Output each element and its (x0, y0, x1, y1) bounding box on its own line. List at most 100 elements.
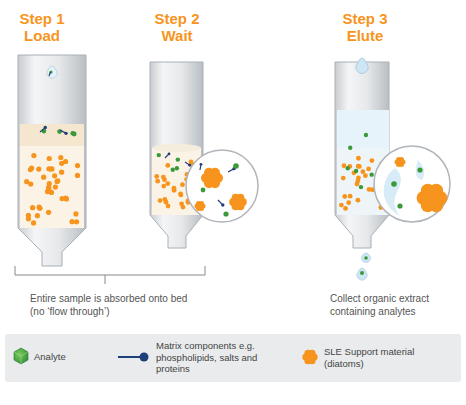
particle (356, 156, 361, 161)
legend-text: Analyte (34, 351, 94, 363)
particle (342, 163, 347, 168)
analyte (175, 166, 179, 170)
particle (24, 179, 29, 184)
tube-3 (335, 58, 450, 280)
legend-text: SLE Support material (diatoms) (324, 346, 454, 369)
diatom (205, 171, 220, 186)
step-heading: Step 2Wait (137, 10, 217, 44)
particle (367, 187, 372, 192)
analyte (57, 129, 62, 134)
particle (69, 219, 74, 224)
particle (356, 175, 361, 180)
step-note: Collect organic extract containing analy… (330, 292, 460, 318)
particle (55, 178, 60, 183)
particle (29, 166, 34, 171)
particle (363, 173, 368, 178)
matrix-component (40, 128, 45, 132)
particle (59, 170, 64, 175)
particle (26, 216, 31, 221)
particle (179, 201, 184, 206)
particle (73, 211, 78, 216)
particle (41, 175, 46, 180)
analyte (391, 181, 397, 187)
particle (53, 184, 58, 189)
particle (75, 173, 80, 178)
diatom (422, 188, 443, 209)
legend-band (5, 334, 461, 382)
particle (52, 173, 57, 178)
tube-1 (18, 55, 86, 266)
analyte (346, 166, 350, 170)
particle (341, 176, 346, 181)
analyte (348, 146, 352, 150)
matrix-component (49, 72, 51, 74)
step-heading: Step 1Load (2, 10, 82, 44)
matrix-component (60, 130, 65, 133)
particle (161, 184, 166, 189)
particle (47, 181, 52, 186)
analyte (223, 211, 228, 216)
analyte (364, 133, 368, 137)
matrix-component (168, 152, 171, 155)
particle (179, 192, 184, 197)
analyte (354, 169, 358, 173)
matrix-component (199, 165, 201, 170)
matrix-component (188, 164, 191, 167)
particle (369, 158, 374, 163)
matrix-component (185, 162, 189, 165)
legend-text: Matrix components e.g. phospholipids, sa… (156, 340, 286, 375)
particle (342, 194, 347, 199)
analyte (72, 132, 77, 137)
matrix-component (221, 203, 224, 206)
particle (158, 198, 163, 203)
particle (31, 220, 36, 225)
analyte (397, 203, 402, 208)
particle (343, 206, 348, 211)
diatom (305, 352, 316, 363)
particle (155, 179, 160, 184)
particle (37, 205, 42, 210)
diatom (396, 158, 404, 166)
particle (355, 198, 360, 203)
bracket (15, 266, 205, 284)
particle (172, 186, 177, 191)
solvent (384, 168, 401, 216)
step-heading: Step 3Elute (325, 10, 405, 44)
step-note: Entire sample is absorbed onto bed (no ‘… (30, 292, 190, 318)
matrix-component (228, 169, 233, 172)
particle (48, 166, 53, 171)
particle (165, 163, 170, 168)
analyte (201, 188, 206, 193)
particle (357, 164, 362, 169)
particle (180, 182, 185, 187)
particle (339, 203, 344, 208)
particle (63, 196, 68, 201)
analyte (417, 167, 422, 172)
particle (75, 163, 80, 168)
matrix-component (165, 154, 168, 158)
analyte (157, 153, 161, 157)
analyte (359, 185, 363, 189)
particle (360, 169, 365, 174)
matrix-component (44, 126, 47, 129)
particle (58, 155, 63, 160)
matrix-component (64, 132, 67, 135)
particle (366, 167, 371, 172)
analyte (171, 168, 175, 172)
particle (348, 194, 353, 199)
particle (178, 192, 183, 197)
tube-2 (150, 62, 258, 248)
analyte (49, 70, 52, 73)
particle (162, 177, 167, 182)
particle (154, 174, 159, 179)
particle (64, 196, 69, 201)
particle (31, 153, 36, 158)
particle (166, 204, 171, 209)
particle (54, 179, 59, 184)
particle (165, 181, 170, 186)
particle (47, 156, 52, 161)
analyte (233, 163, 239, 169)
particle (74, 219, 79, 224)
diatom (232, 196, 244, 208)
matrix-component (49, 73, 50, 76)
